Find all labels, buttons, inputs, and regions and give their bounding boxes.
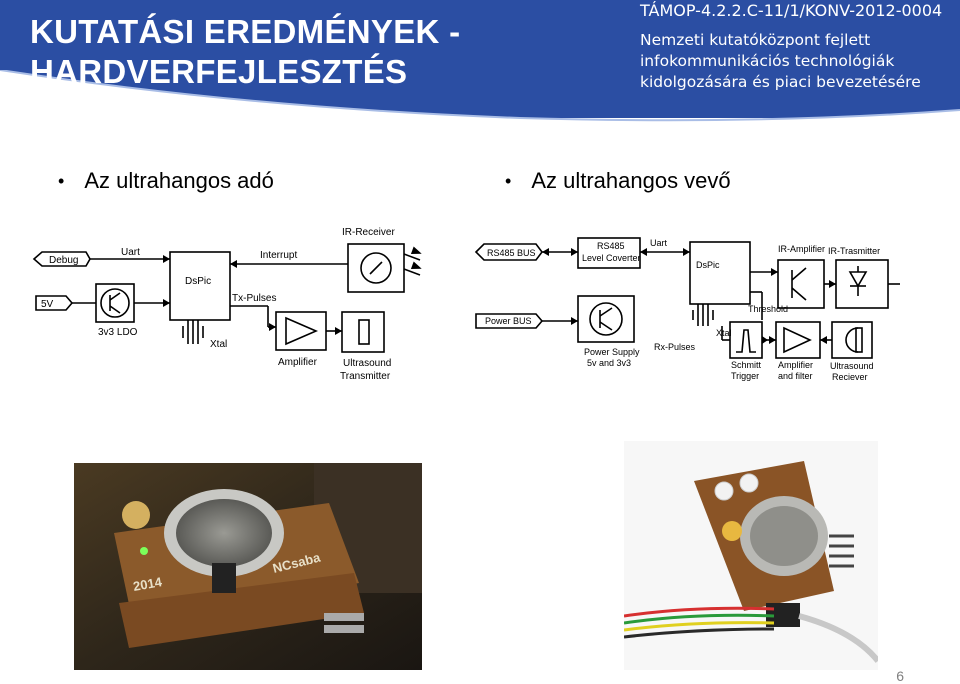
label-interrupt: Interrupt — [260, 250, 297, 261]
project-desc-line-2: infokommunikációs technológiák — [640, 51, 921, 72]
label-power-supply-2: 5v and 3v3 — [587, 358, 631, 368]
project-desc-line-1: Nemzeti kutatóközpont fejlett — [640, 30, 921, 51]
label-xtal: Xtal — [210, 339, 227, 350]
label-trigger: Trigger — [731, 371, 759, 381]
amplifier-block — [276, 312, 326, 350]
dspic-block — [690, 242, 750, 304]
page-number: 6 — [896, 668, 904, 684]
label-amp-filter-1: Amplifier — [778, 360, 813, 370]
bullet-transmitter: • Az ultrahangos adó — [58, 168, 274, 194]
header-banner: KUTATÁSI EREDMÉNYEK - HARDVERFEJLESZTÉS … — [0, 0, 960, 118]
amplifier-filter-block — [776, 322, 820, 358]
transmitter-block-diagram: Debug 5V Uart Interrupt IR-Receiver DsPi… — [30, 222, 440, 384]
schmitt-trigger-block — [730, 322, 762, 358]
transmitter-block — [342, 312, 384, 352]
ir-transmitter-block — [836, 260, 888, 308]
label-power-bus: Power BUS — [485, 316, 532, 326]
label-ir-receiver: IR-Receiver — [342, 227, 395, 238]
label-ultrasound-2: Transmitter — [340, 371, 391, 382]
receiver-block-diagram: RS485 BUS RS485 Level Coverter Uart DsPi… — [472, 230, 912, 388]
label-rs485-bus: RS485 BUS — [487, 248, 536, 258]
ultrasound-receiver-block — [832, 322, 872, 358]
bullet-dot: • — [58, 171, 64, 192]
label-ultrasound-1: Ultrasound — [343, 358, 391, 369]
bullet-dot: • — [505, 171, 511, 192]
project-code: TÁMOP-4.2.2.C-11/1/KONV-2012-0004 — [640, 0, 942, 22]
label-debug: Debug — [49, 255, 78, 266]
label-tx-pulses: Tx-Pulses — [232, 293, 276, 304]
label-ldo: 3v3 LDO — [98, 327, 138, 338]
project-desc-line-3: kidolgozására és piaci bevezetésére — [640, 72, 921, 93]
ir-amplifier-block — [778, 260, 824, 308]
label-rx-pulses: Rx-Pulses — [654, 342, 696, 352]
bullet-transmitter-text: Az ultrahangos adó — [84, 168, 274, 194]
label-dspic: DsPic — [696, 260, 720, 270]
bullet-receiver-text: Az ultrahangos vevő — [531, 168, 730, 194]
label-ir-trasmitter: IR-Trasmitter — [828, 246, 880, 256]
receiver-board-photo — [624, 441, 878, 670]
label-schmitt: Schmitt — [731, 360, 762, 370]
title-line-1: KUTATÁSI EREDMÉNYEK - — [30, 12, 460, 52]
label-five-v: 5V — [41, 299, 54, 310]
page-title: KUTATÁSI EREDMÉNYEK - HARDVERFEJLESZTÉS — [30, 12, 460, 92]
label-xtal: Xtal — [716, 328, 732, 338]
title-line-2: HARDVERFEJLESZTÉS — [30, 52, 460, 92]
label-dspic: DsPic — [185, 276, 211, 287]
label-rs485: RS485 — [597, 241, 625, 251]
label-uart: Uart — [650, 238, 668, 248]
transmitter-board-photo: 2014 NCsaba — [74, 463, 422, 670]
label-amp-filter-2: and filter — [778, 371, 813, 381]
label-uart: Uart — [121, 247, 140, 258]
label-ultrasound: Ultrasound — [830, 361, 874, 371]
label-amplifier: Amplifier — [278, 357, 318, 368]
label-threshold: Threshold — [748, 304, 788, 314]
label-reciever: Reciever — [832, 372, 868, 382]
label-level-coverter: Level Coverter — [582, 253, 641, 263]
label-power-supply-1: Power Supply — [584, 347, 640, 357]
bullet-receiver: • Az ultrahangos vevő — [505, 168, 731, 194]
label-ir-amplifier: IR-Amplifier — [778, 244, 825, 254]
project-description: Nemzeti kutatóközpont fejlett infokommun… — [640, 30, 921, 93]
